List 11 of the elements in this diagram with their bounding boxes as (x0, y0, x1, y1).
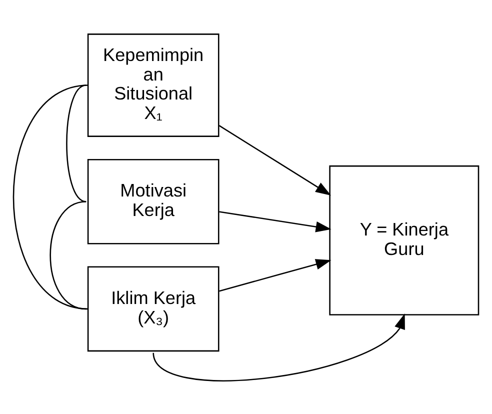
arrow (218, 124, 332, 196)
arrow (219, 258, 332, 292)
arrow (219, 210, 332, 232)
connector (50, 200, 86, 310)
node-box: Kepemimpin an Situsional X₁ (87, 33, 220, 136)
node-box: Motivasi Kerja (87, 158, 220, 244)
connector (66, 84, 86, 202)
node-box: Y = Kinerja Guru (329, 164, 480, 315)
connector (12, 84, 88, 310)
arrow (152, 313, 405, 381)
node-box: Iklim Kerja (X₃) (87, 266, 220, 352)
